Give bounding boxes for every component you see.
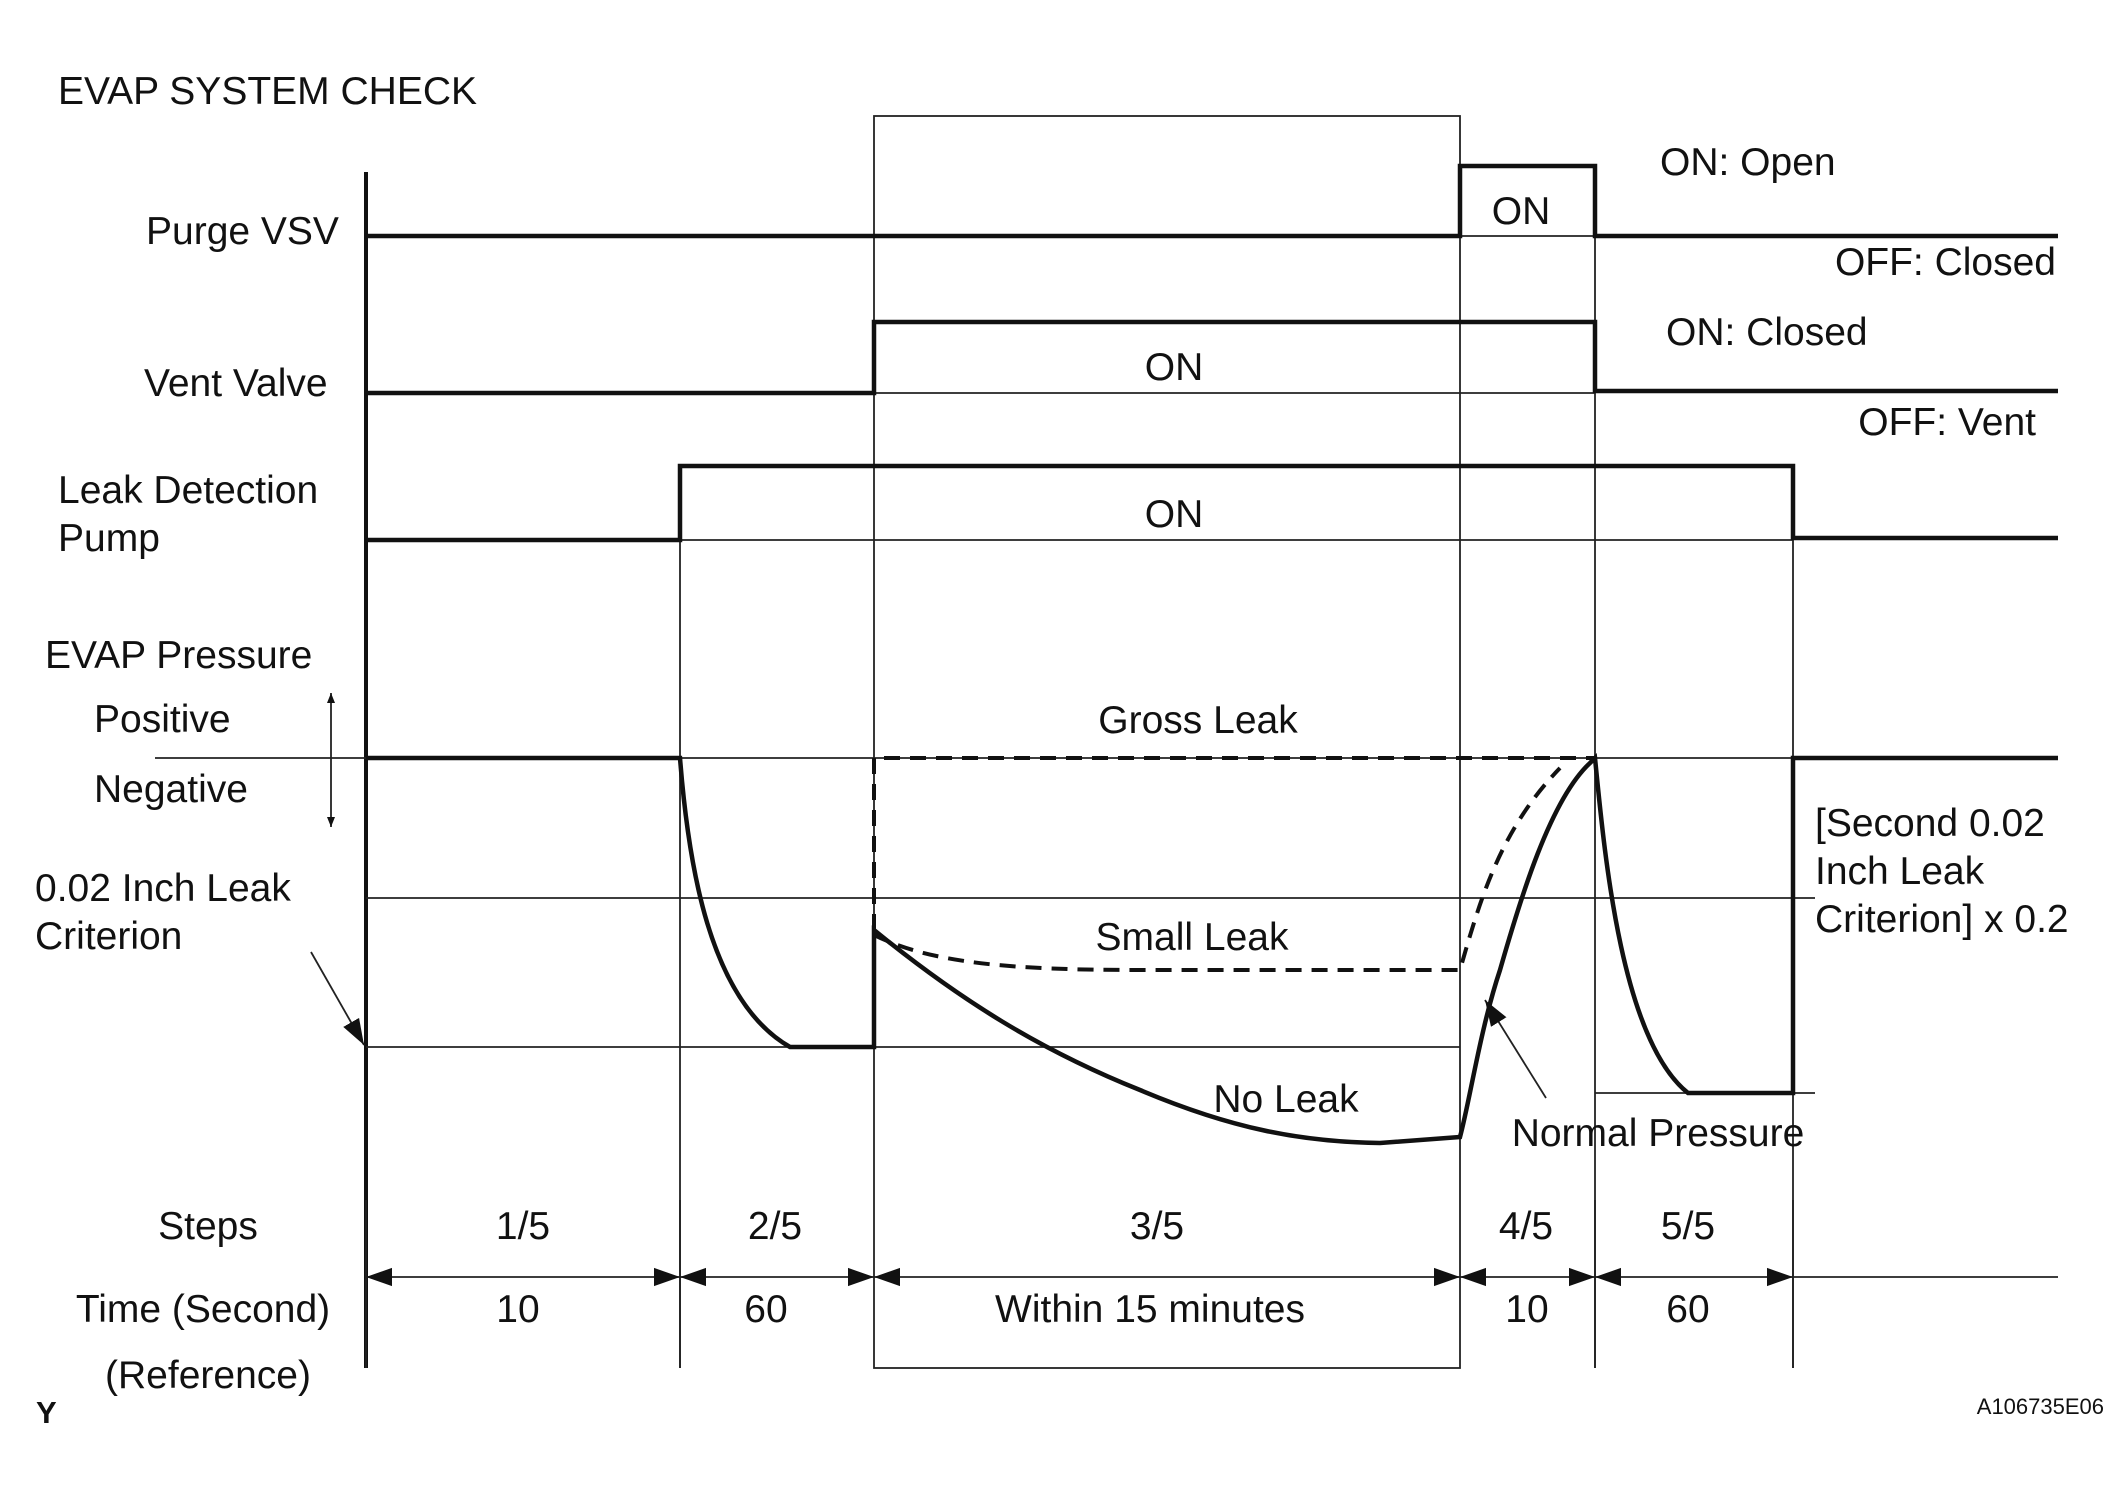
leak-detection-pump-signal: Leak Detection Pump ON <box>58 463 2058 560</box>
pump-label-line1: Leak Detection <box>58 469 318 512</box>
vent-valve-on-text: ON <box>1145 346 1204 389</box>
step-boundaries <box>679 115 1794 1369</box>
positive-label: Positive <box>94 698 231 741</box>
no-leak-pressure-curve <box>366 753 2058 1146</box>
negative-label: Negative <box>94 768 248 811</box>
criterion-label-line1: 0.02 Inch Leak <box>35 867 291 910</box>
vent-valve-off-state: OFF: Vent <box>1858 401 2036 444</box>
pump-label-line2: Pump <box>58 517 160 560</box>
vent-valve-on-state: ON: Closed <box>1666 311 1868 354</box>
steps-row: Steps 1/5 2/5 3/5 4/5 5/5 <box>158 1200 1794 1368</box>
purge-vsv-signal: Purge VSV ON ON: Open OFF: Closed <box>146 141 2058 284</box>
small-leak-label: Small Leak <box>1096 916 1289 959</box>
second-criterion-line1: [Second 0.02 <box>1815 802 2045 845</box>
time-step-4: 10 <box>1505 1288 1548 1331</box>
step-2: 2/5 <box>748 1205 802 1248</box>
step-4: 4/5 <box>1499 1205 1553 1248</box>
pressure-label: EVAP Pressure <box>45 634 312 677</box>
purge-vsv-waveform <box>366 163 2058 239</box>
time-label: Time (Second) <box>76 1288 330 1331</box>
evap-pressure-section: EVAP Pressure Positive Negative 0.02 Inc… <box>35 634 2069 1155</box>
time-row: Time (Second) (Reference) 10 60 Within 1… <box>76 1267 2058 1397</box>
criterion-pointer-arrow <box>310 951 365 1046</box>
vent-valve-waveform <box>366 319 2058 396</box>
gross-leak-curve <box>872 756 1595 930</box>
time-step-5: 60 <box>1666 1288 1709 1331</box>
no-leak-label: No Leak <box>1213 1078 1359 1121</box>
time-reference-label: (Reference) <box>105 1354 311 1397</box>
criterion-label-line2: Criterion <box>35 915 182 958</box>
vent-valve-label: Vent Valve <box>144 362 328 405</box>
time-step-2: 60 <box>744 1288 787 1331</box>
purge-vsv-on-text: ON <box>1492 190 1551 233</box>
purge-vsv-on-state: ON: Open <box>1660 141 1836 184</box>
step-5: 5/5 <box>1661 1205 1715 1248</box>
pump-waveform <box>366 463 2058 543</box>
pump-on-text: ON <box>1145 493 1204 536</box>
vent-valve-signal: Vent Valve ON ON: Closed OFF: Vent <box>144 311 2058 444</box>
corner-mark: Y <box>36 1395 57 1430</box>
figure-code: A106735E06 <box>1977 1394 2104 1419</box>
gross-leak-label: Gross Leak <box>1098 699 1298 742</box>
step-3-frame <box>873 115 1461 1369</box>
diagram-title: EVAP SYSTEM CHECK <box>58 70 477 113</box>
step-3: 3/5 <box>1130 1205 1184 1248</box>
time-step-3: Within 15 minutes <box>995 1288 1305 1331</box>
purge-vsv-off-state: OFF: Closed <box>1835 241 2056 284</box>
step-1: 1/5 <box>496 1205 550 1248</box>
purge-vsv-label: Purge VSV <box>146 210 339 253</box>
second-criterion-line2: Inch Leak <box>1815 850 1985 893</box>
small-leak-curve <box>873 766 1562 972</box>
steps-label: Steps <box>158 1205 258 1248</box>
normal-pressure-pointer-arrow <box>1484 999 1547 1099</box>
normal-pressure-label: Normal Pressure <box>1512 1112 1805 1155</box>
second-criterion-line3: Criterion] x 0.2 <box>1815 898 2069 941</box>
time-step-1: 10 <box>496 1288 539 1331</box>
